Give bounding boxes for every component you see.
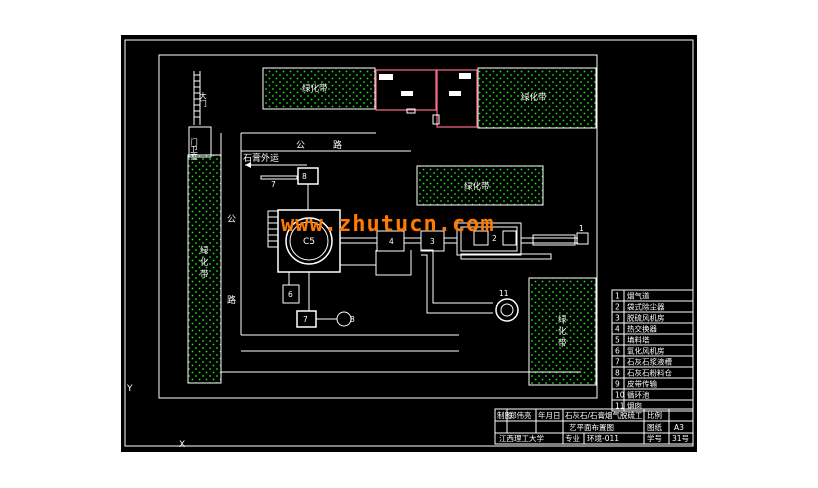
legend-number: 9	[615, 380, 620, 389]
legend-name: 循环池	[627, 390, 650, 400]
legend-number: 3	[615, 314, 620, 323]
circulation-tank-10: 8	[297, 167, 319, 210]
guard-house-label: 门卫室	[189, 138, 198, 161]
road-label: 公	[296, 140, 305, 151]
green-belt-left: 绿 化 带	[187, 154, 222, 384]
green-belt-right: 绿 化 带	[528, 277, 597, 386]
legend-name: 脱硫风机房	[627, 313, 665, 323]
bag-filter-2: 2	[456, 222, 552, 260]
green-belt-label: 绿化带	[521, 92, 547, 103]
equipment-number: 7	[271, 180, 276, 189]
legend-number: 2	[615, 303, 620, 312]
equipment-number: 6	[288, 290, 293, 299]
green-belt-middle: 绿化带	[416, 165, 544, 206]
legend-name: 皮带传输	[627, 379, 657, 389]
legend-name: 烟囱	[627, 401, 642, 411]
title-date: 年月日	[538, 410, 561, 420]
equipment-number: 8	[350, 315, 355, 324]
limestone-silo-8: 8	[316, 311, 355, 327]
number-value: 31号	[672, 434, 689, 443]
outer-frame	[124, 39, 694, 447]
equipment-number: 11	[499, 289, 509, 298]
site-boundary	[158, 54, 598, 399]
equipment-number: 8	[302, 172, 307, 181]
road-label: 路	[227, 294, 236, 306]
legend-number: 8	[615, 369, 620, 378]
title-author: 郑伟亮	[509, 410, 532, 420]
belt-conveyor-9: 7	[260, 175, 298, 189]
green-belt-top-right: 绿化带	[477, 67, 597, 129]
school-name: 江西理工大学	[499, 433, 544, 443]
heat-exchanger-4: 4	[376, 230, 405, 252]
sheet-label: 图纸	[647, 422, 662, 432]
green-belt-label: 绿	[200, 245, 209, 256]
legend-name: 氧化风机房	[627, 346, 665, 356]
title-role: 制图	[497, 410, 512, 420]
office-building-1	[375, 69, 437, 114]
cad-drawing-sheet: 绿化带 绿化带 绿化带 绿 化 带 绿 化 带	[121, 35, 697, 452]
office-building-2	[432, 69, 478, 128]
green-belt-label: 绿化带	[464, 181, 490, 192]
ratio-label: 比例	[647, 410, 662, 420]
title-line-1: 石灰石/石膏烟气脱硫工	[565, 410, 643, 420]
site-plan-drawing: 绿化带 绿化带 绿化带 绿 化 带 绿 化 带	[124, 39, 694, 450]
slurry-tank-7: 7	[296, 272, 317, 328]
legend-name: 烟气道	[627, 291, 650, 301]
green-belt-label: 化	[558, 326, 567, 337]
title-line-2: 艺平面布置图	[569, 422, 614, 432]
legend-number: 10	[615, 391, 625, 400]
tower-label: C5	[303, 237, 315, 247]
title-block	[494, 408, 694, 445]
oxidation-fan-6: 6	[282, 272, 300, 304]
equipment-number: 1	[579, 224, 584, 233]
green-belt-label: 绿化带	[302, 83, 328, 94]
chimney-11: 11	[495, 289, 519, 322]
legend-number: 11	[615, 402, 625, 411]
gypsum-transport: 石膏外运	[243, 152, 307, 168]
fan-room-3: 3	[420, 230, 445, 252]
green-belt-label: 带	[200, 270, 209, 280]
legend-number: 5	[615, 336, 620, 345]
roads	[220, 132, 581, 373]
gate-label: 大门	[198, 91, 207, 109]
gypsum-label: 石膏外运	[243, 152, 279, 164]
road-label: 公	[227, 214, 236, 225]
ductwork	[340, 237, 578, 314]
equipment-number: 2	[492, 234, 497, 243]
road-label: 路	[333, 139, 342, 151]
green-belt-label: 化	[200, 257, 209, 268]
legend-name: 填料塔	[627, 335, 650, 345]
legend-number: 7	[615, 358, 620, 367]
equipment-number: 3	[430, 237, 435, 246]
legend-number: 4	[615, 325, 620, 334]
guard-house: 门卫室	[188, 126, 212, 161]
legend-name: 石灰石浆液槽	[627, 357, 672, 367]
absorber-tower-c5: C5	[267, 209, 341, 273]
sheet-value: A3	[674, 423, 684, 432]
equipment-number: 4	[389, 237, 394, 246]
legend-number: 6	[615, 347, 620, 356]
major-value: 环境-011	[587, 433, 619, 443]
legend-name: 热交换器	[627, 324, 657, 334]
major-label: 专业	[565, 433, 580, 443]
flue-duct-1: 1	[532, 224, 589, 246]
axis-y-label: Y	[126, 384, 133, 394]
main-gate: 大门	[193, 71, 208, 125]
axis-x-label: X	[179, 440, 185, 450]
equipment-number: 7	[303, 315, 308, 324]
legend-name: 石灰石粉料仓	[627, 368, 672, 378]
green-belt-label: 带	[558, 339, 567, 349]
legend-name: 袋式除尘器	[627, 302, 665, 312]
legend-number: 1	[615, 292, 620, 301]
watermark-text: www.zhutucn.com	[281, 212, 495, 237]
number-label: 学号	[647, 433, 662, 443]
green-belt-top-left: 绿化带	[262, 67, 376, 110]
green-belt-label: 绿	[558, 314, 567, 325]
